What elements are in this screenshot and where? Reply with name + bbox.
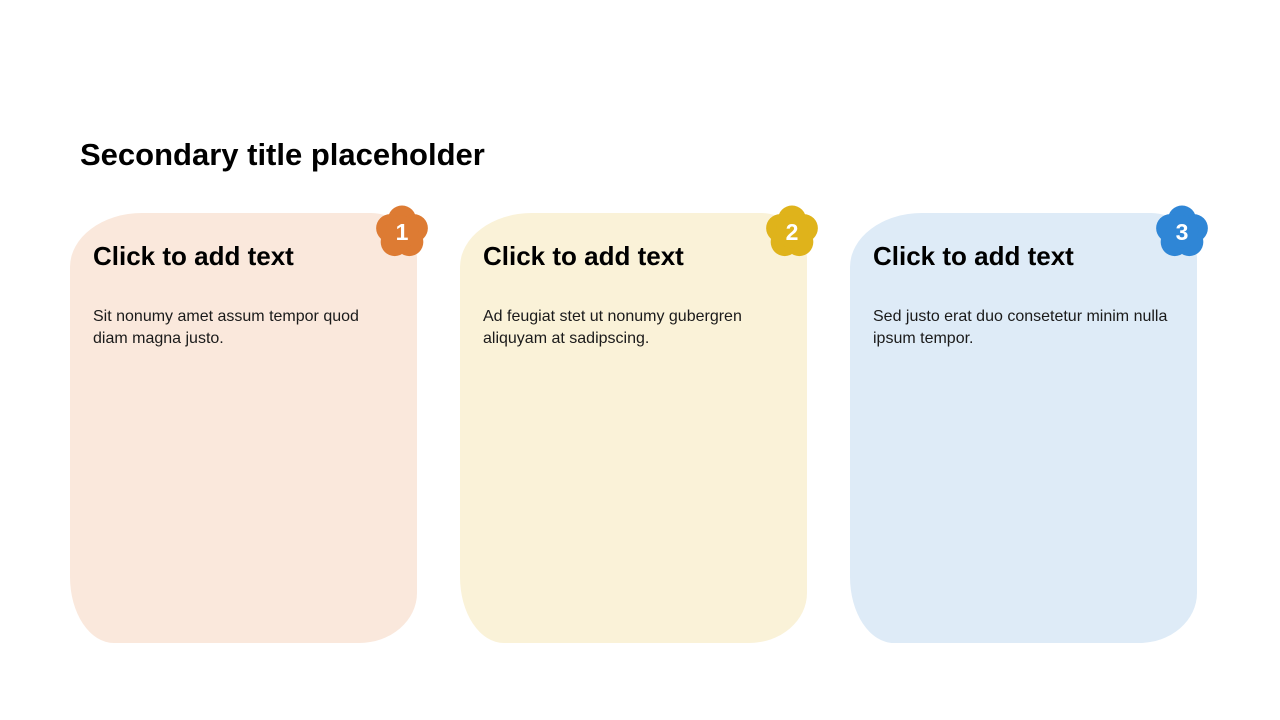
card-1-body-text[interactable]: Sit nonumy amet assum tempor quod diam m… bbox=[93, 308, 359, 348]
card-3-number-badge[interactable]: 3 bbox=[1155, 205, 1209, 259]
card-2-heading[interactable]: Click to add text bbox=[483, 241, 684, 271]
flower-icon bbox=[766, 205, 818, 257]
badge-number-label: 1 bbox=[395, 218, 409, 245]
card-1[interactable]: Click to add text Sit nonumy amet assum … bbox=[70, 205, 428, 643]
card-3-body-text[interactable]: Sed justo erat duo consetetur minim null… bbox=[873, 308, 1168, 348]
badge-number-label: 3 bbox=[1175, 218, 1189, 245]
card-3-heading[interactable]: Click to add text bbox=[873, 241, 1074, 271]
flower-icon bbox=[1156, 205, 1208, 257]
badge-number-label: 2 bbox=[785, 218, 799, 245]
card-3[interactable]: Click to add text Sed justo erat duo con… bbox=[850, 205, 1208, 643]
card-1-number-badge[interactable]: 1 bbox=[375, 205, 429, 259]
card-2-body-text[interactable]: Ad feugiat stet ut nonumy gubergren aliq… bbox=[483, 308, 742, 348]
slide-title[interactable]: Secondary title placeholder bbox=[80, 137, 485, 172]
card-1-heading[interactable]: Click to add text bbox=[93, 241, 294, 271]
card-2[interactable]: Click to add text Ad feugiat stet ut non… bbox=[460, 205, 818, 643]
flower-icon bbox=[376, 205, 428, 257]
card-2-number-badge[interactable]: 2 bbox=[765, 205, 819, 259]
cards-row: Click to add text Sit nonumy amet assum … bbox=[70, 205, 1208, 643]
